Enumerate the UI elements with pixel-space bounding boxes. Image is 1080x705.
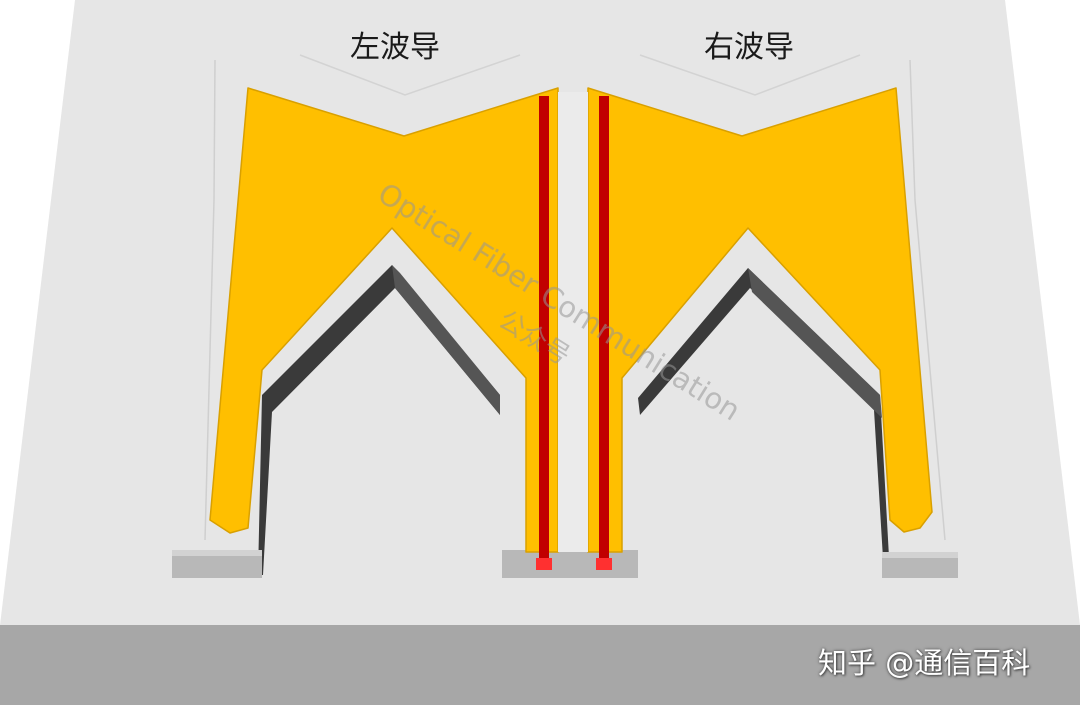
right-electrode: [587, 87, 933, 553]
surface-ridge-outline: [204, 59, 216, 541]
right-waveguide-label: 右波导: [704, 30, 794, 65]
surface-ridge-outline: [639, 54, 861, 96]
left-waveguide-facet-spot: [536, 558, 552, 570]
substrate-front-face: [0, 625, 1080, 705]
surface-ridge-outline: [909, 59, 946, 541]
left-trench-shadow: [258, 265, 500, 575]
center-ledge: [502, 550, 638, 578]
right-waveguide-facet-spot: [596, 558, 612, 570]
source-credit: 知乎 @通信百科: [818, 646, 1031, 680]
left-outer-ledge-top: [172, 550, 262, 556]
electrode-gap: [558, 92, 588, 552]
left-waveguide-core: [539, 96, 549, 558]
left-electrode: [209, 87, 559, 553]
right-outer-ledge-top: [882, 552, 958, 558]
left-outer-ledge: [172, 550, 262, 578]
left-trench-wall: [392, 265, 500, 415]
right-waveguide-core: [599, 96, 609, 558]
right-trench-wall: [748, 268, 882, 418]
left-waveguide-label: 左波导: [350, 30, 440, 65]
surface-ridge-outline: [299, 54, 521, 96]
right-outer-ledge: [882, 552, 958, 578]
